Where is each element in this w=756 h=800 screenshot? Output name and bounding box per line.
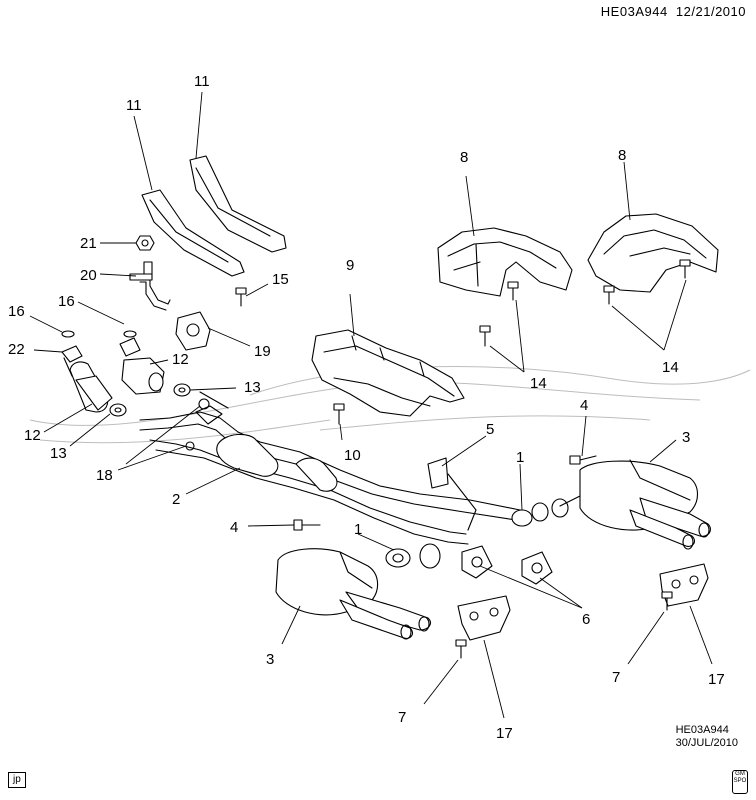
callout-labels: 11 11 21 20 15 16 16 22 12 19 13 12 13 1… xyxy=(8,73,725,742)
callout-12-left: 12 xyxy=(24,427,41,444)
callout-13-left: 13 xyxy=(50,445,67,462)
callout-1-right: 1 xyxy=(516,449,524,466)
callout-6: 6 xyxy=(582,611,590,628)
diagram-date: 12/21/2010 xyxy=(675,4,746,19)
callout-18: 18 xyxy=(96,467,113,484)
callout-2: 2 xyxy=(172,491,180,508)
reference-block: HE03A944 30/JUL/2010 xyxy=(676,724,738,750)
bolt-4 xyxy=(293,455,597,531)
callout-8-right: 8 xyxy=(618,147,626,164)
reference-date: 30/JUL/2010 xyxy=(675,737,738,749)
bracket-17-left xyxy=(457,595,511,641)
bolt-15 xyxy=(235,287,247,307)
converter-12-left xyxy=(63,357,113,413)
converter-12-right xyxy=(121,357,165,395)
muffler-3-right xyxy=(559,459,711,550)
callout-4-left: 4 xyxy=(230,519,238,536)
callout-15: 15 xyxy=(272,271,289,288)
callout-14-left: 14 xyxy=(530,375,547,392)
callout-16-right: 16 xyxy=(58,293,75,310)
callout-20: 20 xyxy=(80,267,97,284)
heat-shield-8-right xyxy=(587,213,719,293)
callout-11-right: 11 xyxy=(194,73,210,90)
sensor-22 xyxy=(61,337,141,363)
callout-13-right: 13 xyxy=(244,379,261,396)
nut-21 xyxy=(135,235,155,251)
callout-17-left: 17 xyxy=(496,725,513,742)
callout-7-left: 7 xyxy=(398,709,406,726)
callout-3-left: 3 xyxy=(266,651,274,668)
callout-14-right: 14 xyxy=(662,359,679,376)
callout-7-right: 7 xyxy=(612,669,620,686)
diagram-header: HE03A944 12/21/2010 xyxy=(601,4,746,19)
insulator-19 xyxy=(175,311,211,351)
leader-lines xyxy=(29,91,713,719)
callout-19: 19 xyxy=(254,343,271,360)
callout-5: 5 xyxy=(486,421,494,438)
callout-21: 21 xyxy=(80,235,97,252)
oring-16 xyxy=(61,330,137,338)
pipe-20 xyxy=(129,261,171,311)
insulator-6 xyxy=(461,545,553,585)
reference-id: HE03A944 xyxy=(675,724,729,736)
callout-3-right: 3 xyxy=(682,429,690,446)
diagram-id: HE03A944 xyxy=(600,4,668,19)
heat-shield-9 xyxy=(311,329,465,417)
callout-9: 9 xyxy=(346,257,354,274)
gasket-13 xyxy=(109,383,191,417)
callout-12-right: 12 xyxy=(172,351,189,368)
callout-22: 22 xyxy=(8,341,25,358)
callout-17-right: 17 xyxy=(708,671,725,688)
heat-shield-11 xyxy=(141,155,287,277)
bolt-7 xyxy=(455,591,673,659)
bolt-14 xyxy=(479,259,691,347)
callout-16-left: 16 xyxy=(8,303,25,320)
callout-1-left: 1 xyxy=(354,521,362,538)
exhaust-pipe-2 xyxy=(139,391,521,545)
muffler-3-left xyxy=(275,548,431,640)
heat-shield-8-left xyxy=(437,227,573,297)
callout-11-left: 11 xyxy=(126,97,142,114)
jp-tag: jp xyxy=(8,772,26,788)
clamp-1 xyxy=(385,498,569,569)
callout-10: 10 xyxy=(344,447,361,464)
hanger-5 xyxy=(427,457,477,531)
callout-8-left: 8 xyxy=(460,149,468,166)
bolt-10 xyxy=(333,403,345,425)
callout-4-right: 4 xyxy=(580,397,588,414)
